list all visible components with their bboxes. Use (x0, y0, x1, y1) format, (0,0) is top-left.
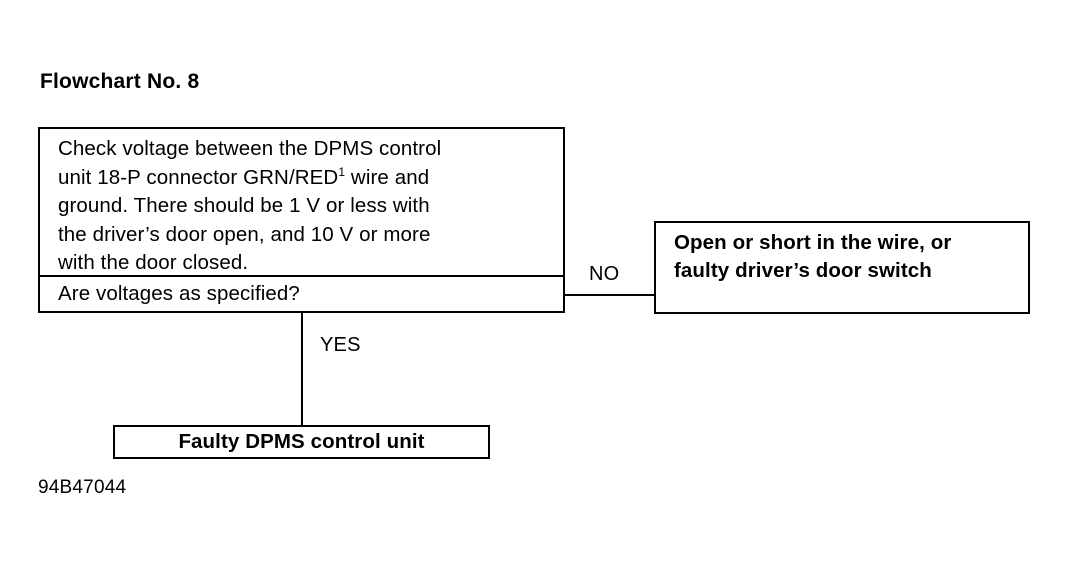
statement-line-1: Check voltage between the DPMS control (58, 137, 442, 160)
decision-question-text: Are voltages as specified? (58, 282, 300, 305)
statement-line-2-superscript: 1 (338, 164, 346, 179)
statement-line-2: unit 18-P connector GRN/RED1 wire and (58, 164, 547, 193)
decision-question-row: Are voltages as specified? (40, 277, 563, 311)
page-title: Flowchart No. 8 (40, 70, 200, 93)
statement-line-2-prefix: unit 18-P connector GRN/RED (58, 165, 339, 189)
statement-line-2-suffix: wire and (345, 165, 430, 189)
branch-label-no: NO (589, 263, 620, 285)
outcome-box-yes: Faulty DPMS control unit (113, 425, 490, 459)
decision-statement: Check voltage between the DPMS control u… (40, 129, 563, 277)
statement-line-4: the driver’s door open, and 10 V or more (58, 222, 431, 246)
footer-code: 94B47044 (38, 477, 127, 498)
outcome-box-no: Open or short in the wire, or faulty dri… (654, 221, 1030, 314)
branch-label-yes: YES (320, 334, 361, 356)
outcome-no-line-2: faulty driver’s door switch (674, 259, 932, 282)
outcome-yes-text: Faulty DPMS control unit (178, 430, 425, 453)
connector-no (565, 294, 656, 296)
statement-line-3: ground. There should be 1 V or less with (58, 194, 430, 217)
outcome-no-line-1: Open or short in the wire, or (674, 231, 952, 254)
connector-yes (301, 312, 303, 426)
statement-line-5: with the door closed. (58, 251, 249, 274)
decision-box: Check voltage between the DPMS control u… (38, 127, 565, 313)
